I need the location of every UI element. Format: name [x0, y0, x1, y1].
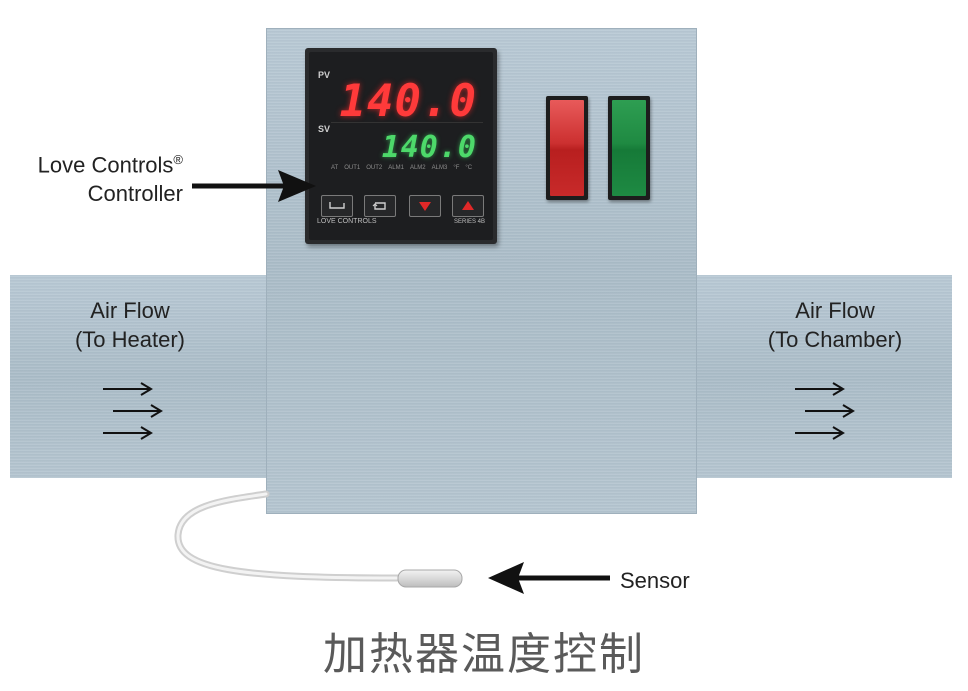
- controller-callout-line1: Love Controls: [38, 152, 174, 177]
- controller-callout: Love Controls® Controller: [0, 145, 183, 208]
- figure-caption: 加热器温度控制: [0, 618, 968, 682]
- sensor-label: Sensor: [620, 566, 690, 595]
- controller-callout-line2: Controller: [88, 181, 183, 206]
- airflow-arrows-icon: [103, 383, 161, 439]
- sensor-probe: [178, 494, 462, 587]
- pointer-arrow-icon: [192, 170, 316, 202]
- pointer-arrow-icon: [488, 562, 610, 594]
- airflow-outlet-label: Air Flow (To Chamber): [740, 296, 930, 354]
- airflow-inlet-label: Air Flow (To Heater): [40, 296, 220, 354]
- registered-mark: ®: [173, 152, 183, 167]
- airflow-arrows-icon: [795, 383, 853, 439]
